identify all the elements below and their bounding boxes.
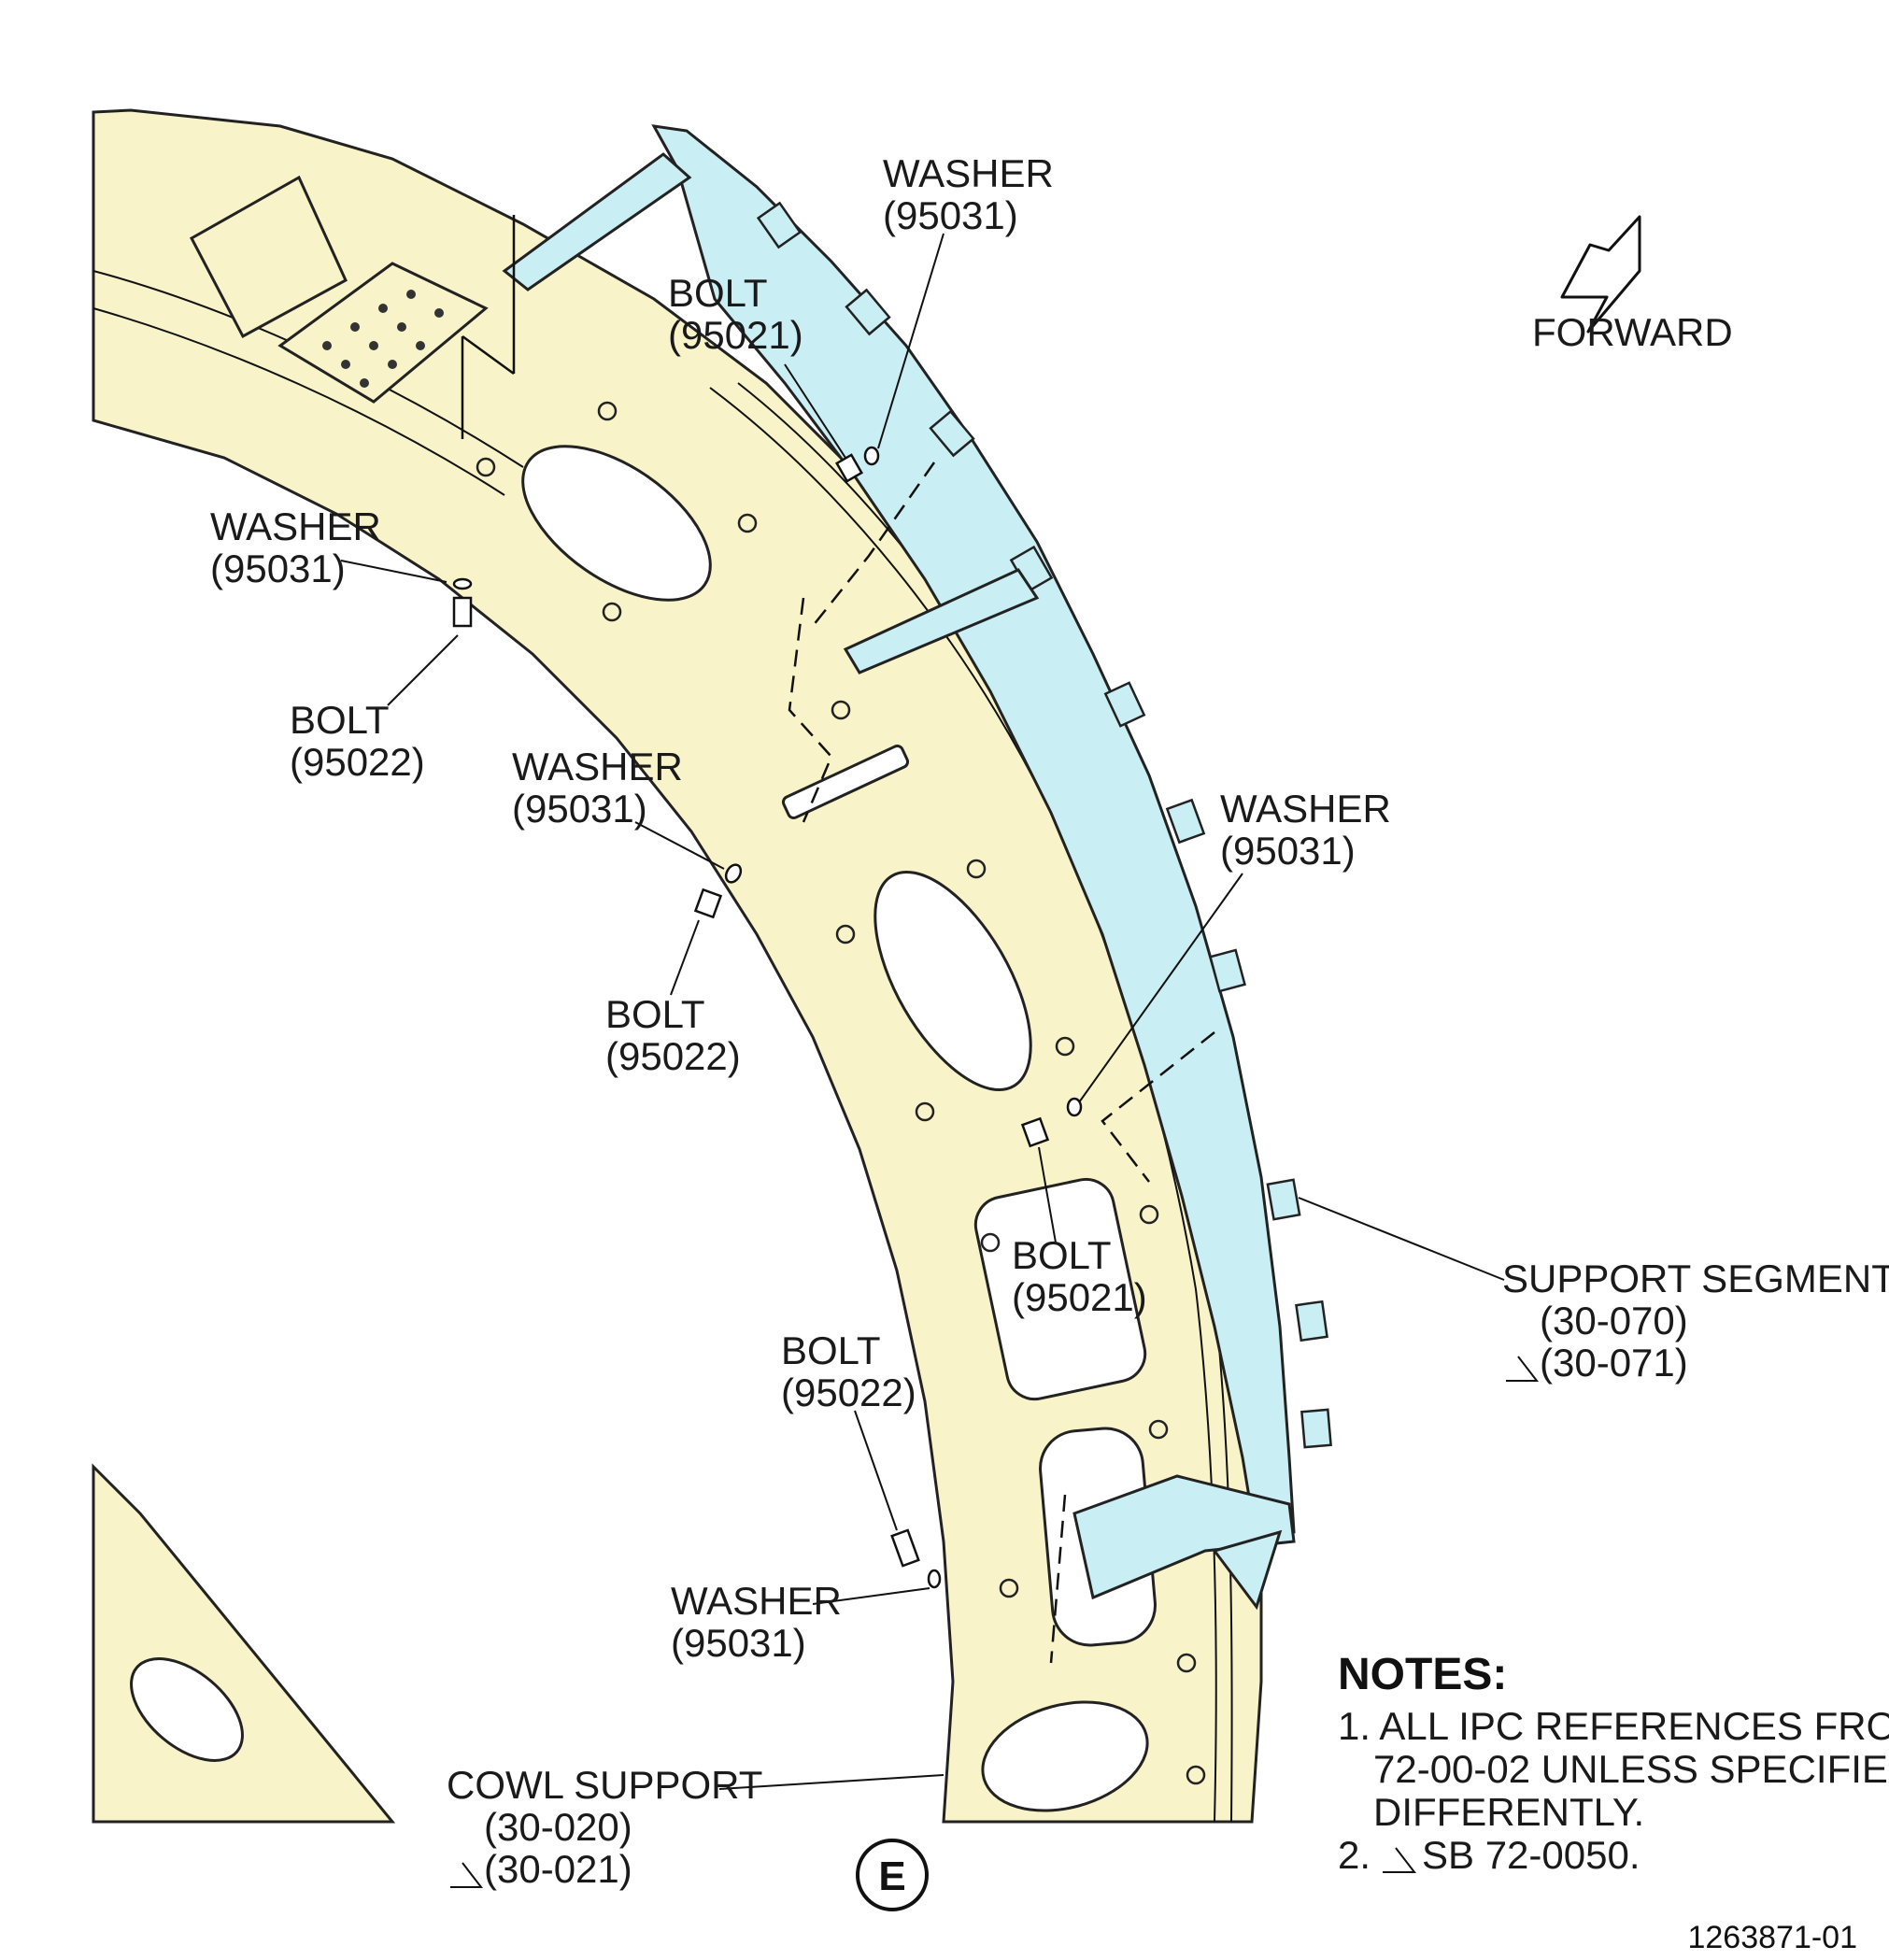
- bolt-left-label: BOLT: [290, 698, 390, 742]
- notes-block: NOTES: 1. ALL IPC REFERENCES FROM 72-00-…: [1338, 1650, 1889, 1877]
- washer-mid-ref: (95031): [512, 787, 647, 831]
- sb-flag-icon: [1383, 1847, 1417, 1873]
- cowl-support-fragment: [92, 1463, 396, 1824]
- note-line-1: 1. ALL IPC REFERENCES FROM: [1338, 1704, 1889, 1748]
- cowl-support-ref2: (30-021): [484, 1847, 632, 1891]
- support-segment-label: SUPPORT SEGMENT: [1502, 1257, 1889, 1300]
- washer-right-ref: (95031): [1220, 829, 1356, 873]
- forward-arrow-icon: [1560, 215, 1641, 334]
- cowl-support-ref1: (30-020): [484, 1805, 632, 1849]
- leader-lines: [340, 233, 1505, 1790]
- installation-lines: [461, 215, 1215, 1664]
- washer-left-ref: (95031): [210, 547, 346, 590]
- bolt-right-ref: (95021): [1012, 1275, 1147, 1319]
- hardware: [452, 446, 1083, 1589]
- note-line-4-prefix: 2.: [1338, 1833, 1371, 1877]
- washer-top-label: WASHER: [883, 151, 1054, 195]
- figure-id: 1263871-01: [1687, 1920, 1857, 1955]
- sb-flag-icon: [450, 1862, 484, 1888]
- bolt-mid-ref: (95022): [605, 1034, 741, 1078]
- sb-flag-icon: [1506, 1356, 1540, 1382]
- view-marker-letter: E: [878, 1853, 905, 1899]
- washer-left-label: WASHER: [210, 504, 381, 548]
- bolt-mid-label: BOLT: [605, 992, 705, 1036]
- view-marker: E: [856, 1839, 929, 1911]
- note-line-3: DIFFERENTLY.: [1373, 1790, 1644, 1834]
- bolt-top-label: BOLT: [668, 271, 768, 315]
- washer-low-ref: (95031): [671, 1621, 806, 1665]
- support-segment-ref2: (30-071): [1540, 1341, 1688, 1385]
- notes-title: NOTES:: [1338, 1650, 1507, 1699]
- support-segment-ref1: (30-070): [1540, 1299, 1688, 1342]
- washer-right-label: WASHER: [1220, 787, 1391, 831]
- support-segment-part: [502, 124, 1332, 1611]
- washer-top-ref: (95031): [883, 193, 1018, 237]
- note-line-2: 72-00-02 UNLESS SPECIFIED: [1373, 1747, 1889, 1791]
- forward-label: FORWARD: [1532, 310, 1733, 354]
- cowl-support-label: COWL SUPPORT: [447, 1763, 762, 1807]
- bolt-right-label: BOLT: [1012, 1233, 1112, 1277]
- washer-mid-label: WASHER: [512, 745, 683, 788]
- note-line-4-text: SB 72-0050.: [1422, 1833, 1640, 1877]
- bolt-low-label: BOLT: [781, 1328, 881, 1372]
- bolt-top-ref: (95021): [668, 313, 803, 357]
- bolt-low-ref: (95022): [781, 1371, 916, 1414]
- bolt-left-ref: (95022): [290, 740, 425, 784]
- washer-low-label: WASHER: [671, 1579, 842, 1623]
